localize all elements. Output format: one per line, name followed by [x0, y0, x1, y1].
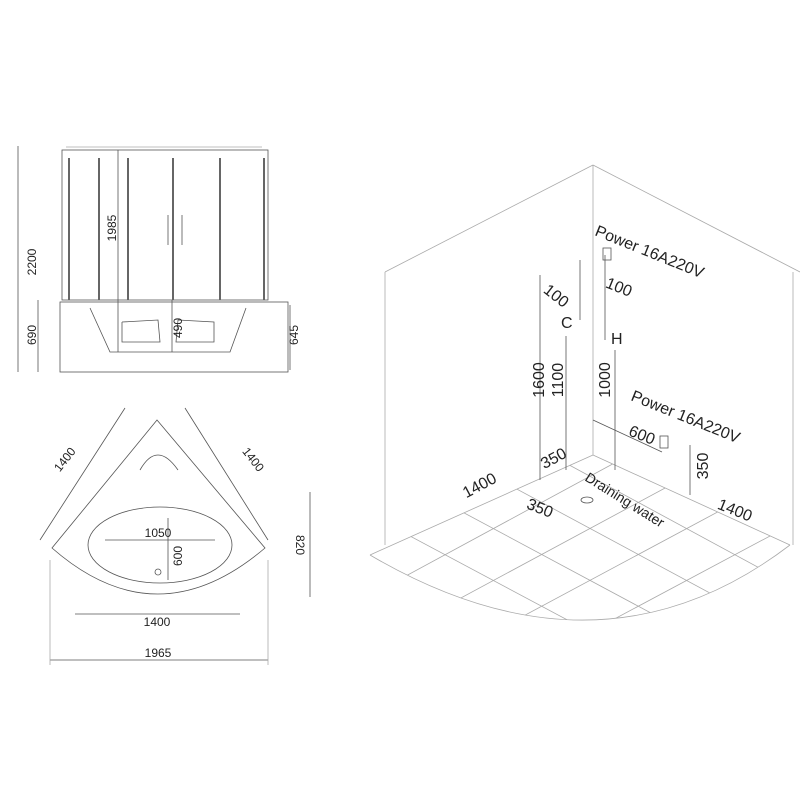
label-basin-width: 600: [171, 546, 185, 566]
top-view: 1400 1400 1050 600 820 1400 1965: [39, 407, 311, 665]
label-glass-height: 1985: [105, 214, 119, 241]
label-overall-width: 1965: [145, 646, 172, 660]
label-offset-right: 100: [603, 275, 634, 301]
power-socket-top: [602, 247, 612, 261]
label-wall-right: 1400: [715, 496, 754, 525]
floor-arc: [369, 544, 791, 621]
floor-tile-pattern: [370, 455, 790, 621]
installation-view: Power 16A220V 100 100 C H 1600 1100 1000…: [369, 164, 800, 621]
label-depth: 820: [293, 535, 307, 555]
label-height-cold: 1100: [550, 363, 567, 398]
power-socket-bottom: [659, 435, 669, 449]
label-offset-left: 100: [540, 282, 572, 312]
label-height-power: 1600: [531, 362, 548, 398]
tub-base: [59, 301, 289, 373]
drain-outlet: [580, 496, 594, 504]
label-cold: C: [561, 315, 573, 332]
label-height-hot: 1000: [597, 362, 614, 398]
front-view: 2200 1985 690 490 645: [17, 146, 301, 373]
label-drain-offset-a: 350: [538, 445, 570, 473]
label-seat-depth: 490: [171, 318, 185, 338]
label-wall-left: 1400: [460, 470, 499, 502]
label-side-right: 1400: [239, 445, 267, 475]
headrest: [139, 454, 179, 471]
tub-apron: [89, 307, 247, 353]
label-side-left: 1400: [51, 444, 79, 474]
label-inner-width: 1400: [144, 615, 171, 629]
label-drain-offset-b: 350: [524, 496, 555, 522]
label-base-height: 690: [25, 325, 39, 345]
label-hot: H: [611, 331, 623, 348]
drain: [154, 568, 162, 576]
label-power-top: Power 16A220V: [593, 223, 707, 282]
basin-outline: [87, 506, 233, 584]
label-power-height-low: 350: [695, 453, 712, 480]
label-basin-length: 1050: [145, 526, 172, 540]
label-tub-height: 645: [287, 325, 301, 345]
label-drain: Draining water: [582, 469, 667, 531]
tub-outline: [51, 419, 266, 595]
cabin-frame: [61, 149, 269, 301]
label-total-height: 2200: [25, 248, 39, 275]
label-power-distance: 600: [626, 423, 657, 449]
